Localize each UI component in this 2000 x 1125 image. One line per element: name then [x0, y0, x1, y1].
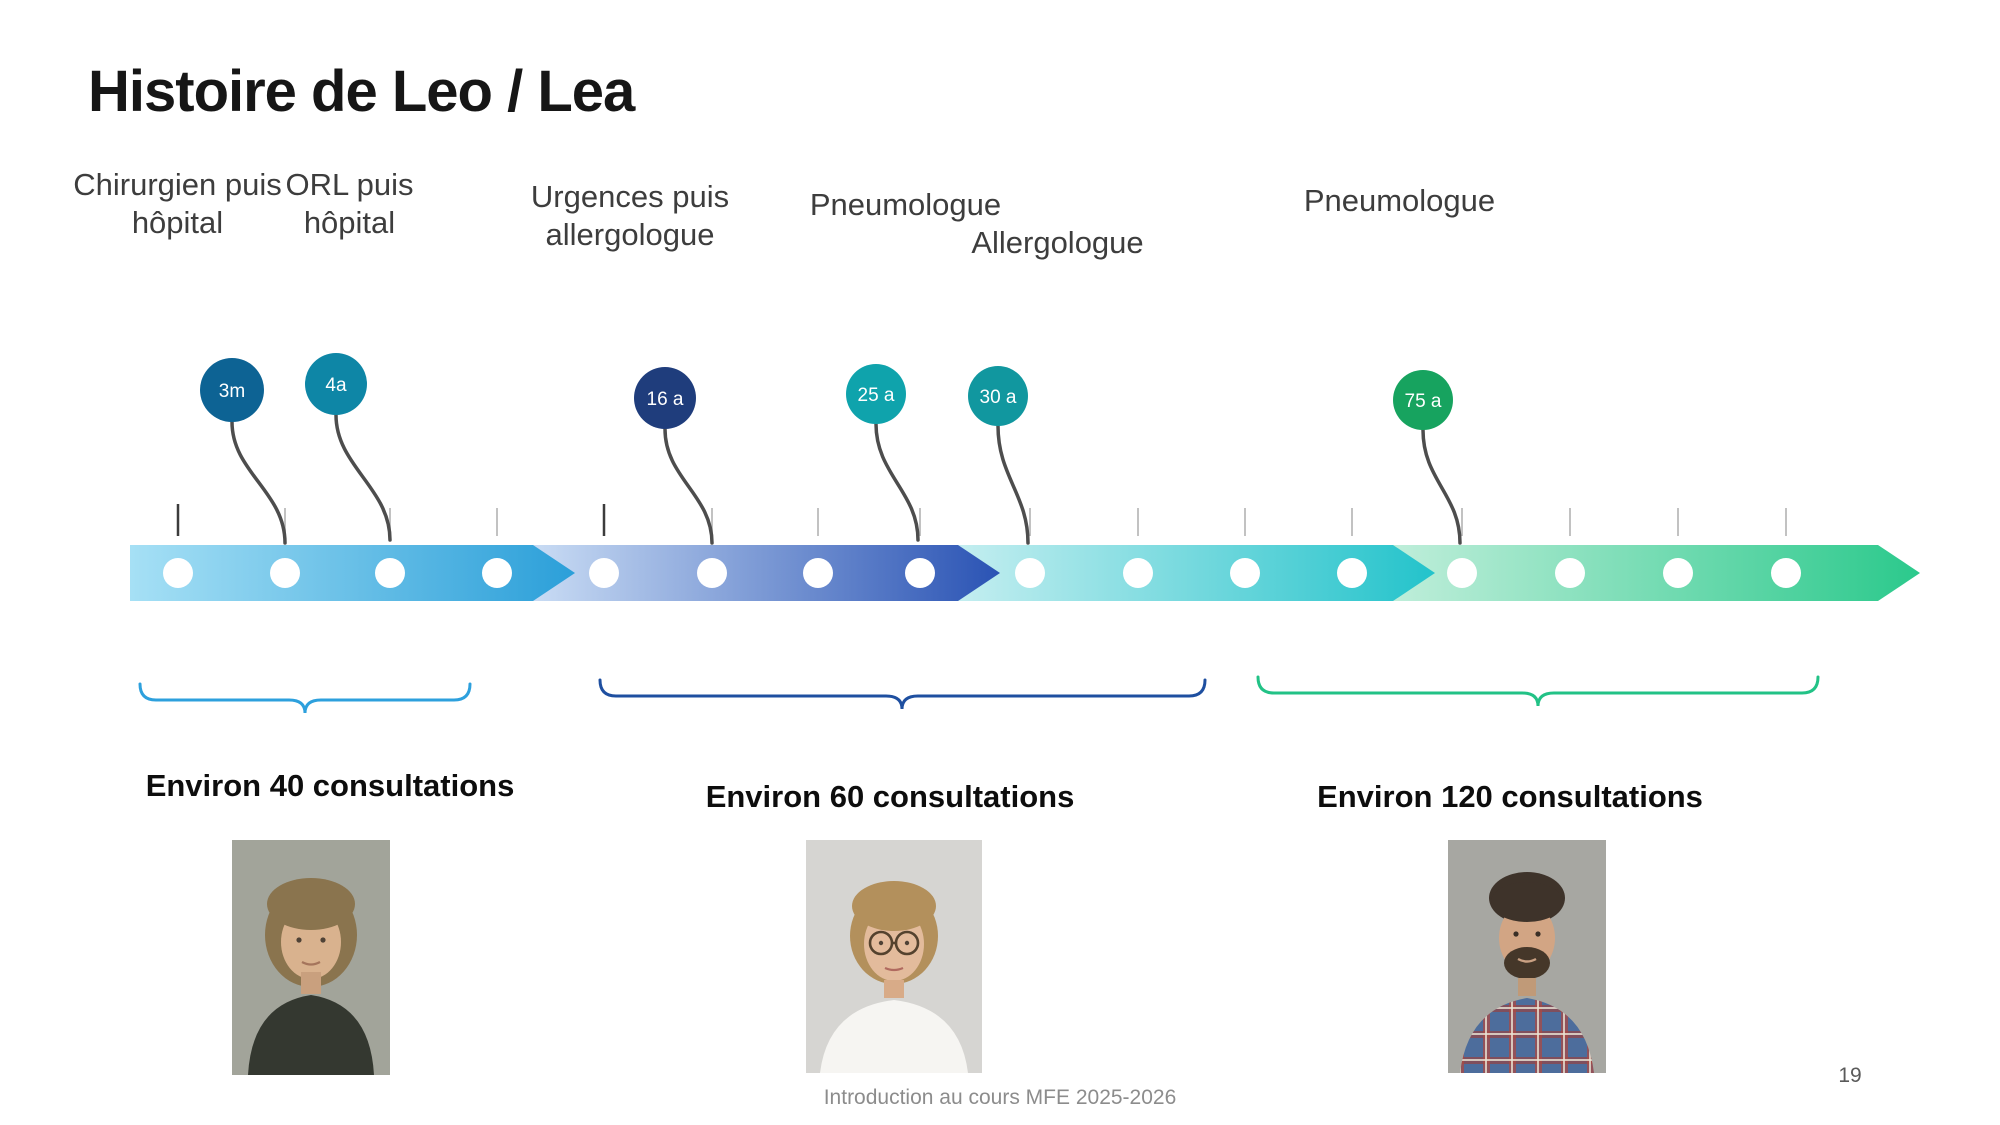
footer-text: Introduction au cours MFE 2025-2026: [823, 1086, 1177, 1109]
age-badge-75a: 75 a: [1393, 370, 1453, 430]
specialty-label-urgences-allergologue: Urgences puis allergologue: [530, 179, 730, 252]
connector-30a: [996, 424, 1030, 545]
torso-white-top: [820, 1000, 968, 1073]
photo-man-beard-plaid: [1448, 840, 1606, 1073]
hair-fringe: [1491, 882, 1563, 922]
timeline-dot: [589, 558, 619, 588]
timeline-dot: [1555, 558, 1585, 588]
neck: [301, 972, 321, 994]
eye: [1535, 931, 1541, 937]
consultation-count-1: Environ 40 consultations: [145, 768, 515, 803]
brace-group-1: [138, 682, 472, 714]
hair-fringe: [852, 881, 936, 931]
timeline-dot: [482, 558, 512, 588]
connector-3m: [230, 420, 287, 545]
age-badge-label: 16 a: [647, 389, 684, 410]
age-badge-circle: [305, 353, 367, 415]
age-badge-label: 25 a: [858, 385, 895, 406]
age-badge-30a: 30 a: [968, 366, 1028, 426]
timeline-dot: [375, 558, 405, 588]
timeline-dot: [1337, 558, 1367, 588]
eye: [320, 937, 326, 943]
specialty-label-allergologue: Allergologue: [971, 225, 1144, 260]
age-badge-25a: 25 a: [846, 364, 906, 424]
timeline-dots: [163, 558, 1801, 588]
brace-group-2: [598, 678, 1207, 710]
page-number: 19: [1838, 1064, 1862, 1087]
age-badges: 3m 4a 16 a 25 a 30 a 75 a: [200, 353, 1453, 430]
specialty-label-chirurgien-hopital: Chirurgien puis hôpital: [73, 167, 282, 240]
consultation-count-2: Environ 60 consultations: [705, 779, 1075, 814]
photo-woman-short-hair: [232, 840, 390, 1075]
timeline-segment-1: [130, 545, 575, 601]
torso-plaid-shirt: [1460, 998, 1594, 1073]
age-badge-label: 3m: [219, 381, 245, 402]
photo-woman-glasses: [806, 840, 982, 1073]
age-badge-circle: [634, 367, 696, 429]
age-badge-circle: [200, 358, 264, 422]
timeline-diagram: 3m 4a 16 a 25 a 30 a 75 a: [130, 353, 1920, 714]
mouth: [1517, 957, 1537, 963]
timeline-dot: [905, 558, 935, 588]
timeline-dot: [697, 558, 727, 588]
torso: [248, 995, 374, 1075]
consultation-braces: [138, 675, 1820, 714]
eye: [878, 940, 884, 946]
age-badge-circle: [968, 366, 1028, 426]
age-badge-label: 75 a: [1405, 391, 1442, 412]
eye: [296, 937, 302, 943]
beard: [1504, 947, 1550, 979]
page-title: Histoire de Leo / Lea: [88, 59, 635, 124]
hair-fringe: [267, 878, 355, 930]
timeline-segment-3: [958, 545, 1435, 601]
age-badge-3m: 3m: [200, 358, 264, 422]
mouth: [301, 961, 321, 966]
connector-75a: [1421, 428, 1462, 545]
mouth: [884, 966, 904, 972]
timeline-segment-2: [533, 545, 1000, 601]
specialty-label-pneumologue-1: Pneumologue: [809, 187, 1002, 222]
timeline-dot: [803, 558, 833, 588]
brace-group-3: [1256, 675, 1820, 707]
timeline-dot: [1663, 558, 1693, 588]
age-badge-16a: 16 a: [634, 367, 696, 429]
timeline-dot: [163, 558, 193, 588]
eye: [904, 940, 910, 946]
age-badge-label: 30 a: [980, 387, 1017, 408]
connector-4a: [334, 413, 392, 542]
neck: [1518, 978, 1536, 996]
neck: [884, 980, 904, 998]
timeline-dot: [1771, 558, 1801, 588]
age-badge-circle: [846, 364, 906, 424]
timeline-dot: [1123, 558, 1153, 588]
age-badge-4a: 4a: [305, 353, 367, 415]
timeline-dot: [1230, 558, 1260, 588]
timeline-dot: [1447, 558, 1477, 588]
badge-connectors: [230, 413, 1462, 545]
specialty-label-orl-hopital: ORL puis hôpital: [285, 167, 414, 240]
age-badge-circle: [1393, 370, 1453, 430]
timeline-dot: [270, 558, 300, 588]
timeline-ticks: [176, 504, 1787, 536]
specialty-label-pneumologue-2: Pneumologue: [1303, 183, 1496, 218]
timeline-dot: [1015, 558, 1045, 588]
eye: [1513, 931, 1519, 937]
age-badge-label: 4a: [325, 375, 347, 396]
consultation-count-3: Environ 120 consultations: [1317, 779, 1703, 814]
connector-25a: [874, 422, 920, 542]
connector-16a: [663, 427, 714, 545]
